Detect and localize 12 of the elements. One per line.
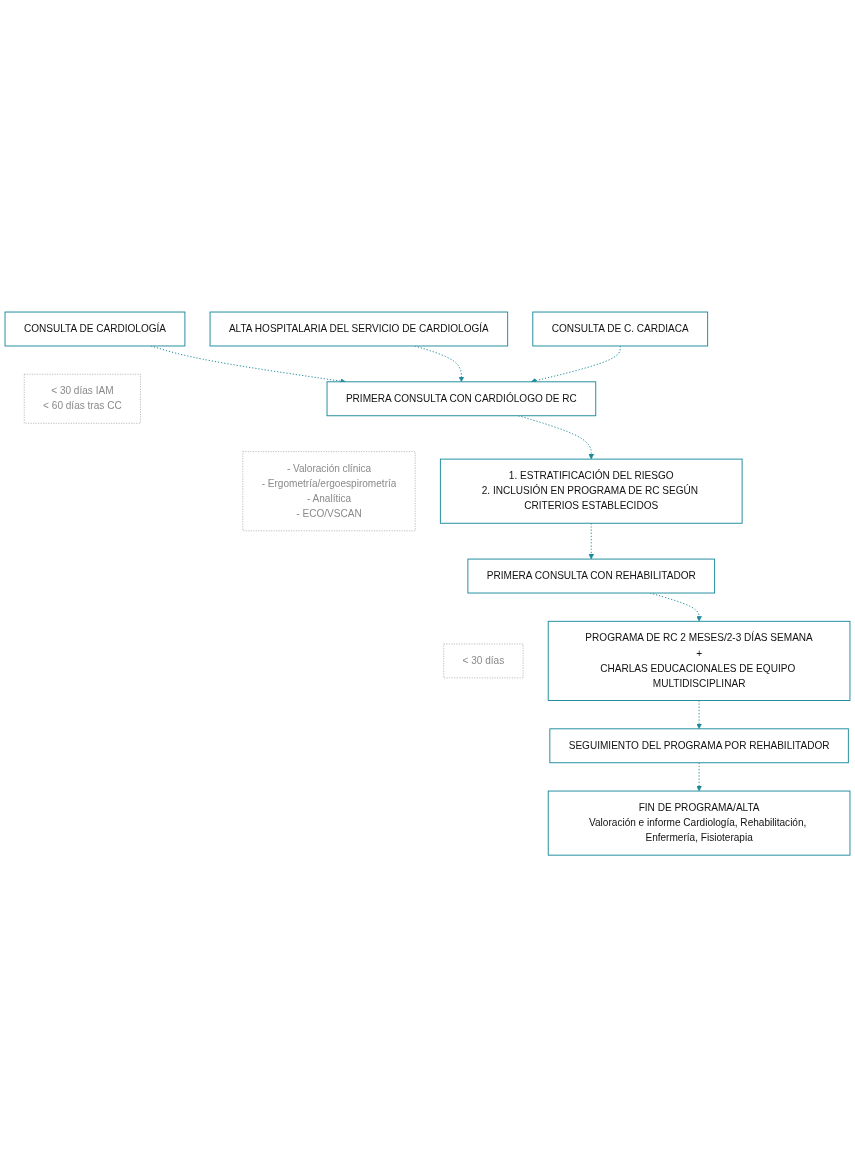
node-box: SEGUIMIENTO DEL PROGRAMA POR REHABILITADOR bbox=[549, 728, 849, 764]
node-box: < 30 días IAM < 60 días tras CC bbox=[23, 374, 141, 424]
node-box: CONSULTA DE CARDIOLOGÍA bbox=[4, 311, 186, 347]
node-box: - Valoración clínica - Ergometría/ergoespirometría - Analítica - ECO/VSCAN bbox=[242, 451, 416, 532]
node-box: FIN DE PROGRAMA/ALTA Valoración e informe Cardiología, Rehabilitación, Enfermería, Fisioterapia bbox=[547, 791, 851, 857]
node-box: < 30 días bbox=[443, 644, 524, 679]
node-box: PROGRAMA DE RC 2 MESES/2-3 DÍAS SEMANA + CHARLAS EDUCACIONALES DE EQUIPO MULTIDISCIPLINAR bbox=[547, 621, 851, 702]
node-box: CONSULTA DE C. CARDIACA bbox=[532, 311, 709, 347]
node-box: PRIMERA CONSULTA CON CARDIÓLOGO DE RC bbox=[326, 381, 597, 417]
node-box: 1. ESTRATIFICACIÓN DEL RIESGO 2. INCLUSIÓN EN PROGRAMA DE RC SEGÚN CRITERIOS ESTABLECIDOS bbox=[439, 459, 743, 525]
node-box: ALTA HOSPITALARIA DEL SERVICIO DE CARDIOLOGÍA bbox=[209, 311, 509, 347]
node-box: PRIMERA CONSULTA CON REHABILITADOR bbox=[467, 559, 716, 594]
